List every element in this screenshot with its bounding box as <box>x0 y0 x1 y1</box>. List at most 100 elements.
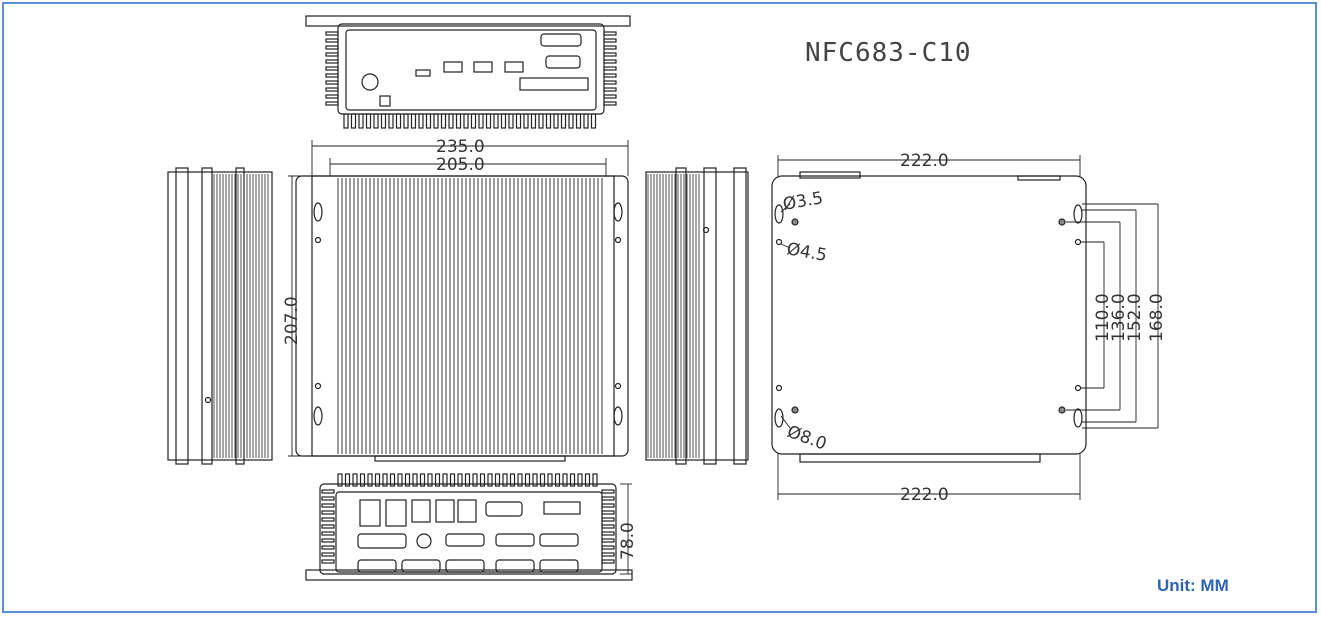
fin-tooth <box>321 524 335 529</box>
fin-tooth <box>410 113 417 129</box>
fin-tooth <box>472 473 478 487</box>
bottom-plate-view <box>771 171 1087 463</box>
fin-tooth <box>523 113 529 129</box>
fin-tooth <box>603 101 617 106</box>
fin-tooth <box>539 473 546 487</box>
fin-tooth <box>569 473 576 487</box>
fin-tooth <box>601 517 615 522</box>
dimension-labels: 235.0 205.0 207.0 78.0 222.0 222.0 Ø3.5 … <box>282 137 1167 560</box>
dimension-lines <box>288 140 1159 575</box>
fin-tooth <box>601 559 615 564</box>
fin-tooth <box>367 473 373 487</box>
fin-tooth <box>601 545 615 550</box>
fin-tooth <box>515 113 522 129</box>
fin-tooth <box>373 113 379 129</box>
right-side-fins <box>647 174 700 458</box>
fin-tooth <box>455 113 462 129</box>
spacing-110: 110.0 <box>1093 293 1113 342</box>
fin-tooth <box>448 113 454 129</box>
front-view <box>295 175 629 462</box>
rear-fins <box>343 113 597 129</box>
fin-tooth <box>374 473 381 487</box>
hole-4-5: Ø4.5 <box>785 239 828 266</box>
fin-tooth <box>321 503 335 508</box>
fin-tooth <box>337 473 343 487</box>
fin-tooth <box>485 113 492 129</box>
fin-tooth <box>325 94 339 99</box>
fin-tooth <box>397 473 403 487</box>
fin-tooth <box>508 113 514 129</box>
dim-205: 205.0 <box>436 155 485 175</box>
fin-tooth <box>463 113 469 129</box>
fin-tooth <box>388 113 394 129</box>
fin-tooth <box>502 473 508 487</box>
fin-tooth <box>464 473 471 487</box>
fin-tooth <box>418 113 424 129</box>
fin-tooth <box>325 66 339 71</box>
fin-tooth <box>321 538 335 543</box>
fin-tooth <box>568 113 574 129</box>
fin-tooth <box>562 473 568 487</box>
fin-tooth <box>601 489 615 494</box>
fin-tooth <box>603 73 617 78</box>
fin-tooth <box>365 113 372 129</box>
hole-3-5: Ø3.5 <box>781 188 824 215</box>
fin-tooth <box>517 473 523 487</box>
fin-tooth <box>603 94 617 99</box>
fin-tooth <box>603 31 617 36</box>
fin-tooth <box>509 473 516 487</box>
dim-207: 207.0 <box>282 296 302 345</box>
fin-tooth <box>583 113 589 129</box>
fin-tooth <box>434 473 441 487</box>
fin-tooth <box>500 113 507 129</box>
fin-tooth <box>601 524 615 529</box>
fin-tooth <box>412 473 418 487</box>
fin-tooth <box>321 531 335 536</box>
fin-tooth <box>545 113 552 129</box>
fin-tooth <box>601 510 615 515</box>
fin-tooth <box>425 113 432 129</box>
fin-tooth <box>352 473 358 487</box>
fin-tooth <box>325 73 339 78</box>
fin-tooth <box>478 113 484 129</box>
spacing-152: 152.0 <box>1125 293 1145 342</box>
fin-tooth <box>601 531 615 536</box>
fin-tooth <box>470 113 477 129</box>
fin-tooth <box>442 473 448 487</box>
fin-tooth <box>590 113 597 129</box>
fin-tooth <box>601 552 615 557</box>
fin-tooth <box>603 59 617 64</box>
fin-tooth <box>325 38 339 43</box>
fin-tooth <box>321 496 335 501</box>
fin-tooth <box>530 113 537 129</box>
fin-tooth <box>603 80 617 85</box>
spacing-168: 168.0 <box>1147 293 1167 342</box>
fin-tooth <box>321 559 335 564</box>
fin-tooth <box>321 489 335 494</box>
fin-tooth <box>321 510 335 515</box>
fin-tooth <box>325 45 339 50</box>
fin-tooth <box>603 66 617 71</box>
front-io-fins <box>321 473 615 564</box>
left-side-view <box>167 167 273 465</box>
fin-tooth <box>325 101 339 106</box>
fin-tooth <box>419 473 426 487</box>
fin-tooth <box>479 473 486 487</box>
front-fins <box>337 178 603 454</box>
fin-tooth <box>321 552 335 557</box>
front-io-view <box>305 483 633 581</box>
fin-tooth <box>554 473 561 487</box>
fin-tooth <box>325 87 339 92</box>
fin-tooth <box>359 473 366 487</box>
hole-8-0: Ø8.0 <box>784 422 829 455</box>
fin-tooth <box>547 473 553 487</box>
fin-tooth <box>343 113 349 129</box>
dim-78: 78.0 <box>618 522 638 560</box>
fin-tooth <box>603 87 617 92</box>
fin-tooth <box>404 473 411 487</box>
fin-tooth <box>575 113 582 129</box>
fin-tooth <box>560 113 567 129</box>
fin-tooth <box>577 473 583 487</box>
fin-tooth <box>321 545 335 550</box>
fin-tooth <box>532 473 538 487</box>
